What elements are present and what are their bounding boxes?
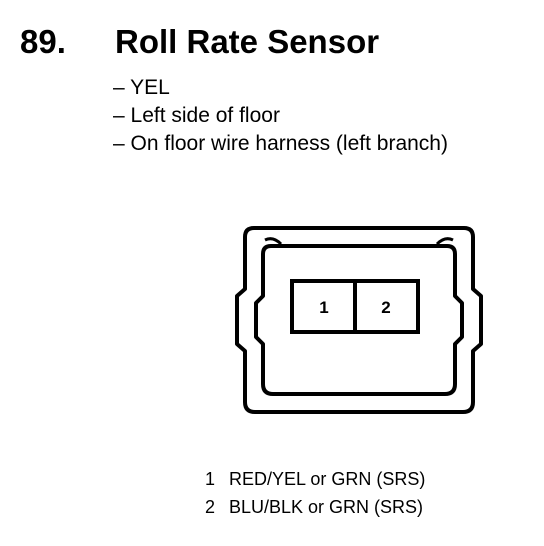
cavity-1-label: 1	[319, 298, 328, 317]
pin-wire: BLU/BLK or GRN (SRS)	[229, 497, 424, 517]
component-details: – YEL – Left side of floor – On floor wi…	[113, 74, 448, 158]
cavity-2	[353, 279, 420, 334]
pin-number: 2	[205, 497, 216, 517]
cavity-2-label: 2	[381, 298, 390, 317]
connector-harness: – On floor wire harness (left branch)	[113, 132, 448, 155]
connector-face-diagram: 1 2	[229, 224, 489, 416]
component-title: Roll Rate Sensor	[115, 23, 380, 60]
lock-tab-right	[435, 237, 454, 246]
lock-tab-left	[264, 237, 283, 246]
pin-row: 2 BLU/BLK or GRN (SRS)	[205, 493, 425, 521]
pin-assignment-list: 1 RED/YEL or GRN (SRS) 2 BLU/BLK or GRN (S…	[205, 465, 425, 521]
pin-row: 1 RED/YEL or GRN (SRS)	[205, 465, 425, 493]
pin-number: 1	[205, 469, 216, 489]
connector-color: – YEL	[113, 76, 170, 99]
connector-housing-inner	[254, 244, 464, 396]
connector-housing-outer	[235, 226, 483, 414]
page-heading: 89. Roll Rate Sensor	[20, 20, 534, 64]
connector-location: – Left side of floor	[113, 104, 280, 127]
pin-wire: RED/YEL or GRN (SRS)	[229, 469, 426, 489]
item-number: 89.	[20, 23, 66, 60]
